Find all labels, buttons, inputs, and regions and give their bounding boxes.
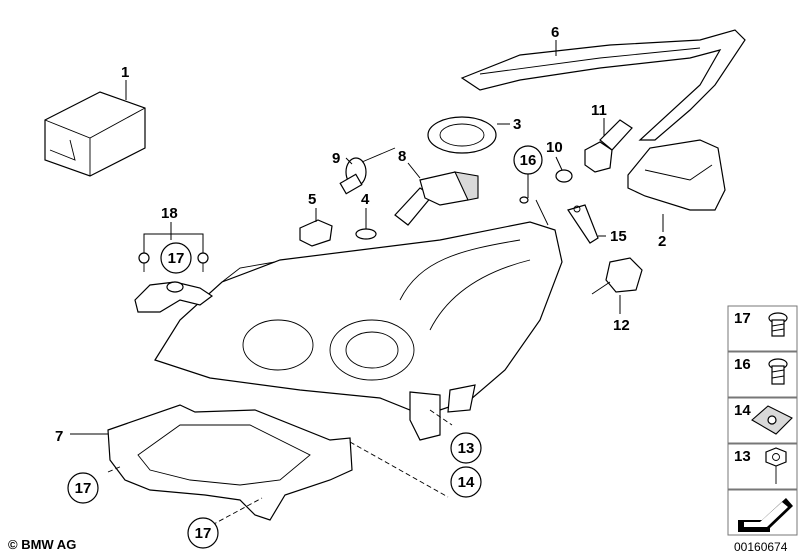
document-number: 00160674 bbox=[734, 540, 788, 554]
part-2-cover bbox=[627, 139, 726, 232]
copyright-label: © BMW AG bbox=[8, 537, 77, 552]
callout-8: 8 bbox=[398, 148, 406, 165]
legend-box-17 bbox=[727, 305, 798, 352]
callout-15: 15 bbox=[610, 228, 627, 245]
part-3-ring bbox=[427, 116, 510, 154]
part-16-screw-mark bbox=[519, 172, 529, 204]
part-15-bracket bbox=[567, 204, 606, 244]
callout-14: 14 bbox=[458, 474, 475, 491]
part-10-bulb bbox=[555, 156, 573, 183]
screw-16-icon bbox=[768, 358, 788, 385]
callout-labels: 1 6 3 11 10 9 8 2 5 4 15 12 18 7 bbox=[55, 24, 666, 445]
callout-10: 10 bbox=[546, 139, 563, 156]
direction-arrow-icon bbox=[738, 498, 793, 532]
clip-nut-14-icon bbox=[751, 405, 793, 435]
legend-labels: 17 16 14 13 bbox=[734, 310, 751, 465]
callout-16: 16 bbox=[520, 152, 537, 169]
callout-13: 13 bbox=[458, 440, 475, 457]
callout-1: 1 bbox=[121, 64, 129, 81]
part-5-adjuster bbox=[299, 208, 333, 247]
part-9-bulb bbox=[339, 147, 396, 195]
callout-5: 5 bbox=[308, 191, 316, 208]
part-7-frame bbox=[70, 404, 453, 526]
legend-box-16 bbox=[727, 351, 798, 398]
callout-11: 11 bbox=[591, 102, 607, 119]
part-4-clip bbox=[355, 208, 377, 240]
callout-17-bottom: 17 bbox=[195, 525, 212, 542]
legend bbox=[727, 305, 798, 536]
circled-callouts: 16 17 13 14 17 17 bbox=[67, 145, 543, 549]
headlight-housing bbox=[154, 199, 563, 441]
legend-label-13: 13 bbox=[734, 448, 751, 465]
callout-17-left: 17 bbox=[75, 480, 92, 497]
part-1-box bbox=[44, 80, 146, 177]
callout-18: 18 bbox=[161, 205, 178, 222]
nut-13-icon bbox=[765, 447, 787, 484]
callout-9: 9 bbox=[332, 150, 340, 167]
legend-label-14: 14 bbox=[734, 402, 751, 419]
part-6-gasket bbox=[460, 29, 746, 141]
callout-2: 2 bbox=[658, 233, 666, 250]
part-18-bracket bbox=[134, 222, 214, 313]
callout-6: 6 bbox=[551, 24, 559, 41]
part-12-socket bbox=[591, 257, 643, 314]
callout-4: 4 bbox=[361, 191, 370, 208]
callout-17-top: 17 bbox=[168, 250, 185, 267]
screw-17-icon bbox=[768, 312, 788, 337]
legend-label-16: 16 bbox=[734, 356, 751, 373]
part-11-socket bbox=[584, 118, 633, 173]
legend-label-17: 17 bbox=[734, 310, 751, 327]
callout-7: 7 bbox=[55, 428, 63, 445]
part-8-bulb bbox=[394, 162, 479, 226]
callout-3: 3 bbox=[513, 116, 521, 133]
callout-12: 12 bbox=[613, 317, 630, 334]
